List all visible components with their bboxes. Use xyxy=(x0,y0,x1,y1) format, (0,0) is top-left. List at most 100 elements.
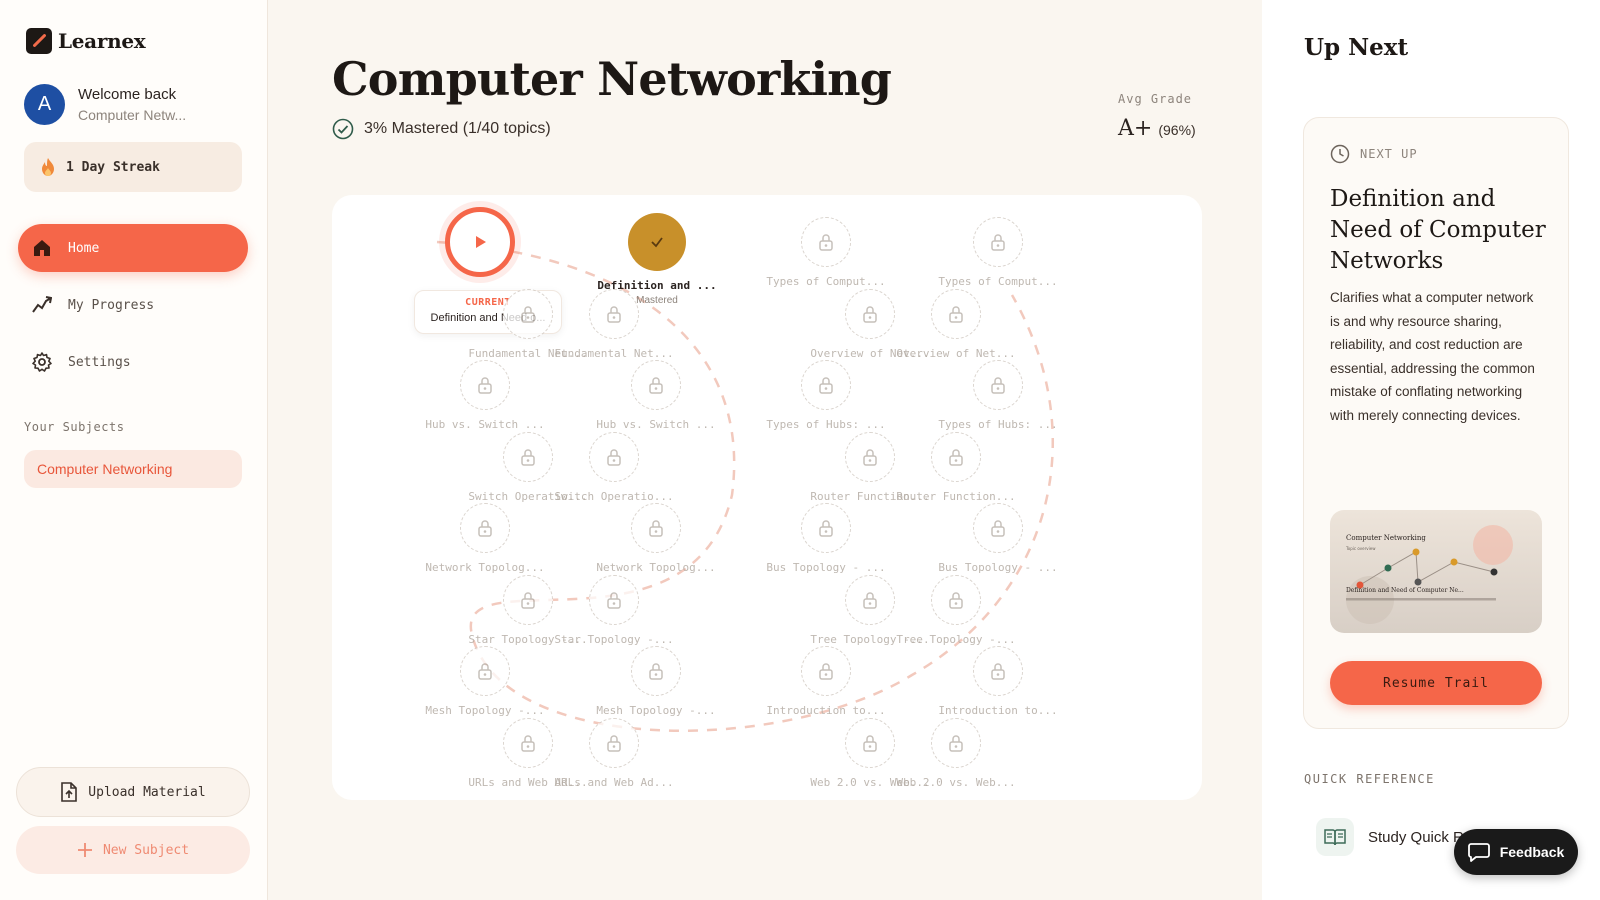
locked-topic-node[interactable] xyxy=(973,360,1023,410)
locked-topic-label: Overview of Net... xyxy=(896,346,1016,360)
gear-icon xyxy=(32,352,52,372)
locked-topic-node[interactable] xyxy=(931,288,981,339)
user-profile[interactable]: A Welcome back Computer Netw... xyxy=(24,84,186,125)
locked-topic-node[interactable] xyxy=(973,503,1023,553)
locked-topic-label: Bus Topology - ... xyxy=(766,561,886,574)
lock-icon xyxy=(949,448,963,466)
locked-topic-node[interactable] xyxy=(589,717,639,768)
lock-icon xyxy=(607,305,621,323)
mastered-summary: 3% Mastered (1/40 topics) xyxy=(332,118,551,140)
lock-icon xyxy=(521,305,535,323)
locked-topic-node[interactable] xyxy=(460,503,510,553)
current-tag: CURRENT xyxy=(465,297,511,308)
locked-topic-label: Network Topolog... xyxy=(425,561,545,574)
locked-topic-label: Hub vs. Switch ... xyxy=(596,418,716,431)
locked-topic-label: Mesh Topology -... xyxy=(425,704,545,717)
resume-trail-button[interactable]: Resume Trail xyxy=(1330,661,1542,705)
lock-icon xyxy=(521,448,535,466)
locked-topic-label: Introduction to... xyxy=(938,704,1058,717)
lock-icon xyxy=(819,234,833,251)
locked-topic-node[interactable] xyxy=(931,717,981,768)
nav-home-label: Home xyxy=(68,240,100,256)
lock-icon xyxy=(863,734,877,752)
lock-icon xyxy=(607,448,621,466)
nav-my-progress[interactable]: My Progress xyxy=(18,281,248,329)
next-up-label: NEXT UP xyxy=(1360,147,1418,161)
avg-grade-letter: A+ xyxy=(1118,116,1153,141)
topic-preview-thumbnail[interactable]: Computer Networking Topic overview Defin… xyxy=(1330,510,1542,633)
locked-topic-node[interactable] xyxy=(973,217,1023,267)
lock-icon xyxy=(819,520,833,537)
mastered-topic-node[interactable] xyxy=(628,213,686,271)
locked-topic-node[interactable] xyxy=(589,431,639,482)
locked-topic-node[interactable] xyxy=(801,360,851,410)
feedback-button[interactable]: Feedback xyxy=(1454,829,1578,875)
locked-topic-label: Types of Hubs: ... xyxy=(938,418,1058,431)
book-icon xyxy=(1316,818,1354,856)
upload-file-icon xyxy=(61,782,78,802)
lock-icon xyxy=(607,591,621,609)
current-subject-text: Computer Netw... xyxy=(78,107,187,123)
locked-topic-node[interactable] xyxy=(589,574,639,625)
locked-topic-node[interactable] xyxy=(503,574,553,625)
upload-material-button[interactable]: Upload Material xyxy=(16,767,250,817)
locked-topic-node[interactable] xyxy=(503,431,553,482)
locked-topic-node[interactable] xyxy=(973,646,1023,696)
app-logo[interactable]: Learnex xyxy=(26,28,146,54)
play-icon xyxy=(476,236,486,248)
lock-icon xyxy=(863,305,877,323)
locked-topic-node[interactable] xyxy=(845,574,895,625)
locked-topic-node[interactable] xyxy=(801,217,851,267)
locked-topic-node[interactable] xyxy=(503,717,553,768)
locked-topic-node[interactable] xyxy=(460,360,510,410)
locked-topic-node[interactable] xyxy=(631,360,681,410)
subjects-heading: Your Subjects xyxy=(24,420,125,434)
lock-icon xyxy=(521,734,535,752)
locked-topic-node[interactable] xyxy=(503,288,553,339)
progress-icon xyxy=(32,296,52,313)
learning-trail-map[interactable]: CURRENT Definition and Need o... Definit… xyxy=(332,195,1202,800)
locked-topic-node[interactable] xyxy=(631,646,681,696)
locked-topic-label: Network Topolog... xyxy=(596,561,716,574)
locked-topic-label: Tree Topology -... xyxy=(810,632,930,646)
locked-topic-label: Fundamental Net... xyxy=(554,346,674,360)
lock-icon xyxy=(991,234,1005,251)
mastered-text: 3% Mastered (1/40 topics) xyxy=(364,120,551,137)
locked-topic-node[interactable] xyxy=(801,646,851,696)
locked-topic-label: Web 2.0 vs. Web... xyxy=(896,775,1016,789)
page-title: Computer Networking xyxy=(332,52,892,106)
avg-grade: A+ (96%) xyxy=(1118,116,1196,141)
locked-topic-node[interactable] xyxy=(631,503,681,553)
lock-icon xyxy=(949,591,963,609)
locked-topic-node[interactable] xyxy=(845,717,895,768)
streak-label: 1 Day Streak xyxy=(66,159,160,175)
plus-icon xyxy=(77,843,92,857)
locked-topic-node[interactable] xyxy=(845,288,895,339)
mastered-topic-status: Mastered xyxy=(636,295,678,306)
locked-topic-node[interactable] xyxy=(801,503,851,553)
preview-subtitle: Topic overview xyxy=(1345,546,1376,551)
locked-topic-label: Switch Operatio... xyxy=(554,489,674,503)
lock-icon xyxy=(949,305,963,323)
nav-settings[interactable]: Settings xyxy=(18,338,248,386)
locked-topic-node[interactable] xyxy=(589,288,639,339)
subject-item-computer-networking[interactable]: Computer Networking xyxy=(24,450,242,488)
lock-icon xyxy=(478,663,492,680)
locked-topic-node[interactable] xyxy=(460,646,510,696)
nav-progress-label: My Progress xyxy=(68,297,155,313)
locked-topic-label: Star Topology -... xyxy=(554,632,674,646)
locked-topic-label: Fundamental Net... xyxy=(468,346,588,360)
next-up-tag: NEXT UP xyxy=(1330,144,1418,164)
current-topic-node[interactable] xyxy=(445,207,515,277)
locked-topic-node[interactable] xyxy=(931,431,981,482)
next-topic-heading: Definition and Need of Computer Networks xyxy=(1330,186,1546,274)
new-subject-button[interactable]: New Subject xyxy=(16,826,250,874)
study-quick-reference-item[interactable]: Study Quick R... xyxy=(1316,818,1476,856)
lock-icon xyxy=(991,377,1005,394)
app-name: Learnex xyxy=(58,29,146,53)
locked-topic-node[interactable] xyxy=(931,574,981,625)
logo-icon xyxy=(26,28,52,54)
up-next-title: Up Next xyxy=(1304,34,1409,61)
locked-topic-node[interactable] xyxy=(845,431,895,482)
nav-home[interactable]: Home xyxy=(18,224,248,272)
